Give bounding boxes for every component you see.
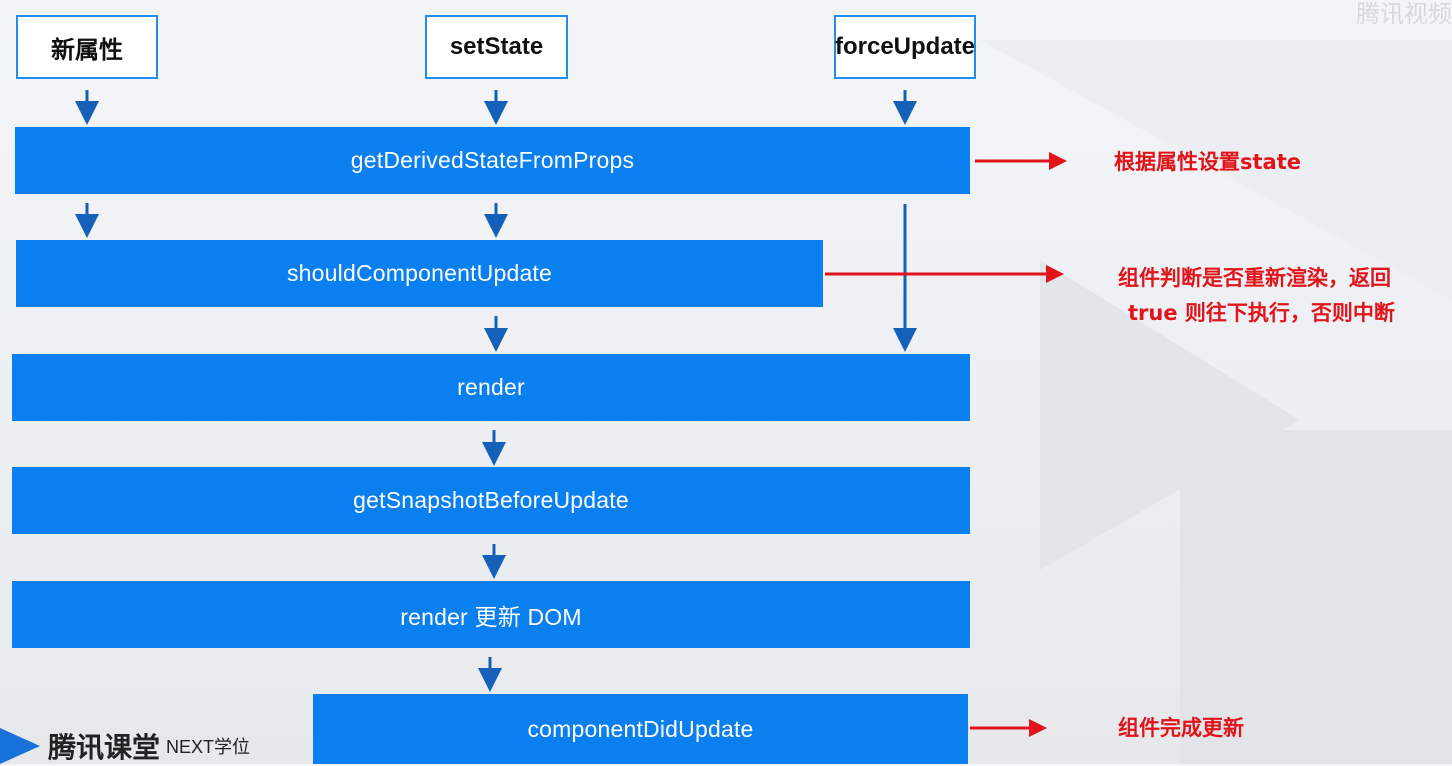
video-watermark: 腾讯视频 (1356, 0, 1452, 28)
play-icon (0, 728, 40, 764)
tencent-classroom-logo: 腾讯课堂 NEXT学位 (0, 728, 250, 764)
trigger-force-update: forceUpdate (834, 15, 976, 79)
step-get-derived-state-from-props: getDerivedStateFromProps (15, 127, 970, 194)
step-render-update-dom: render 更新 DOM (12, 581, 970, 648)
note-scu-line1: 组件判断是否重新渲染，返回 (1118, 266, 1391, 290)
step-should-component-update: shouldComponentUpdate (16, 240, 823, 307)
note-get-derived-state: 根据属性设置state (1114, 150, 1301, 174)
step-render: render (12, 354, 970, 421)
trigger-new-props: 新属性 (16, 15, 158, 79)
trigger-set-state: setState (425, 15, 568, 79)
note-component-did-update: 组件完成更新 (1118, 716, 1244, 740)
note-scu-line2: true 则往下执行，否则中断 (1128, 301, 1395, 325)
logo-subtext: NEXT学位 (166, 737, 251, 757)
step-component-did-update: componentDidUpdate (313, 694, 968, 764)
step-get-snapshot-before-update: getSnapshotBeforeUpdate (12, 467, 970, 534)
logo-text: 腾讯课堂 (48, 731, 161, 764)
